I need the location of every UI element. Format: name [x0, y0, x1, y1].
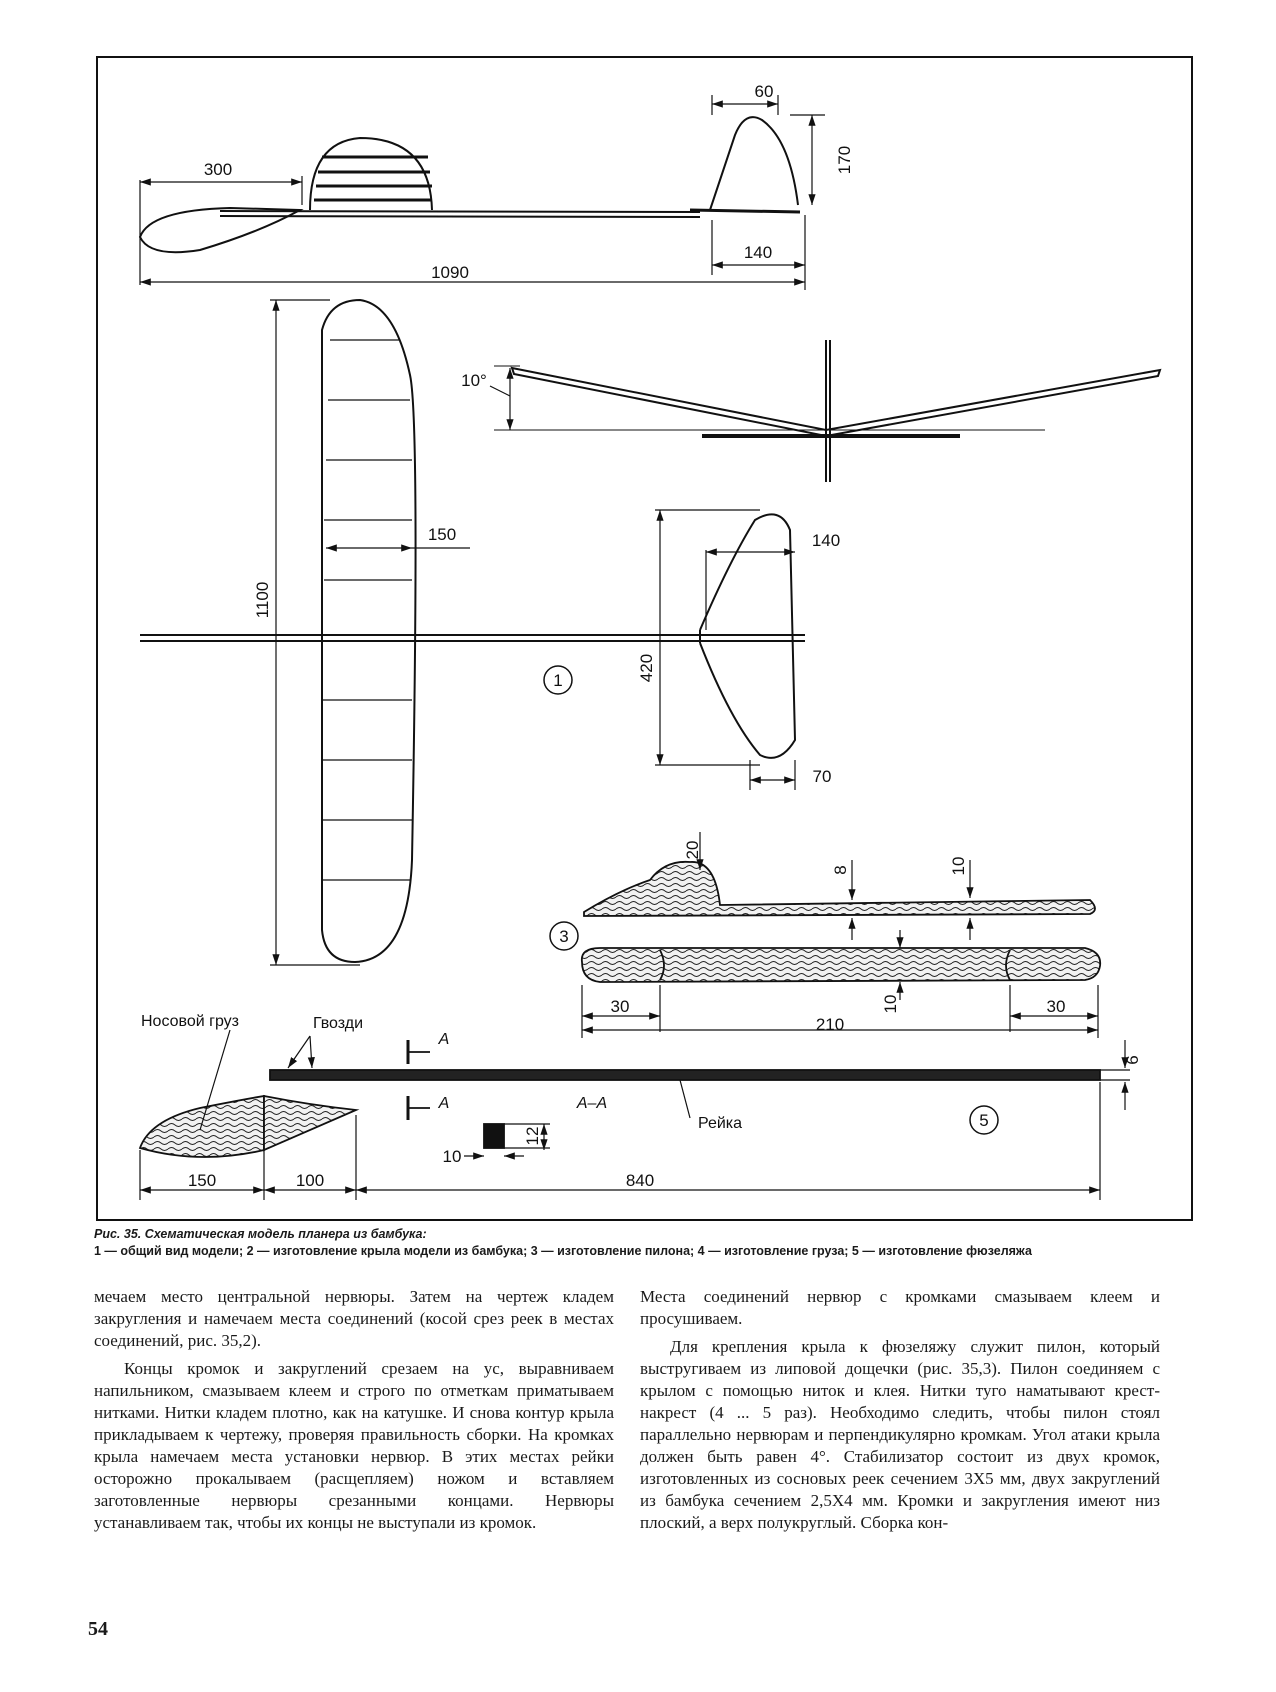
- dim-10deg: 10°: [461, 371, 487, 390]
- page-number: 54: [88, 1618, 108, 1640]
- fuselage-drawing: [138, 1040, 1101, 1158]
- caption-title: Рис. 35. Схематическая модель планера из…: [94, 1227, 427, 1241]
- side-view-dims: [139, 95, 825, 290]
- dim-420: 420: [637, 654, 656, 682]
- dim-170: 170: [835, 146, 854, 174]
- dim-140-stab: 140: [812, 531, 840, 550]
- dim-30-right: 30: [1047, 997, 1066, 1016]
- dim-140-top: 140: [744, 243, 772, 262]
- label-nails: Гвозди: [313, 1015, 363, 1032]
- dim-60: 60: [755, 82, 774, 101]
- marker-3: 3: [559, 927, 568, 946]
- dim-6: 6: [1123, 1055, 1142, 1064]
- dim-20: 20: [683, 841, 702, 860]
- dim-150-weight: 150: [188, 1171, 216, 1190]
- marker-circle-5: [969, 1105, 999, 1135]
- technical-drawing: 300 60 170 140 1090 10°: [96, 56, 1193, 1221]
- dim-300: 300: [204, 160, 232, 179]
- marker-circle-3: [549, 921, 579, 951]
- text-column-right: Места соединений нервюр с кромками смазы…: [640, 1286, 1160, 1534]
- figure-caption: Рис. 35. Схематическая модель планера из…: [94, 1226, 1194, 1260]
- figure-frame: [96, 56, 1193, 1221]
- paragraph: Места соединений нервюр с кромками смазы…: [640, 1287, 1160, 1328]
- dim-10-pylon: 10: [949, 857, 968, 876]
- caption-body: 1 — общий вид модели; 2 — изготовление к…: [94, 1244, 1032, 1258]
- dim-12: 12: [523, 1127, 542, 1146]
- marker-circle-1: [543, 665, 573, 695]
- dim-100: 100: [296, 1171, 324, 1190]
- dim-8: 8: [831, 865, 850, 874]
- dim-1100: 1100: [253, 582, 272, 619]
- label-rail: Рейка: [698, 1115, 742, 1132]
- paragraph: мечаем место центральной нервюры. Затем …: [94, 1287, 614, 1350]
- label-nose-weight: Носовой груз: [141, 1013, 239, 1030]
- paragraph: Концы кромок и закруглений срезаем на ус…: [94, 1359, 614, 1532]
- label-section-a-bottom: А: [438, 1095, 450, 1112]
- paragraph: Для крепления крыла к фюзеляжу служит пи…: [640, 1337, 1160, 1532]
- marker-1: 1: [553, 671, 562, 690]
- side-view: [138, 116, 801, 254]
- dim-10-base: 10: [881, 995, 900, 1014]
- dim-70: 70: [813, 767, 832, 786]
- label-section-aa: А–А: [576, 1095, 607, 1112]
- dim-10-section: 10: [443, 1147, 462, 1166]
- plan-view-dims: [270, 299, 796, 966]
- dim-840: 840: [626, 1171, 654, 1190]
- plan-view: [140, 298, 805, 964]
- pylon-dims: [581, 832, 1099, 1038]
- fuselage-dims: [139, 1029, 1130, 1200]
- front-view: [494, 340, 1162, 482]
- marker-5: 5: [979, 1111, 988, 1130]
- dim-150-wing: 150: [428, 525, 456, 544]
- dim-30-left: 30: [611, 997, 630, 1016]
- text-column-left: мечаем место центральной нервюры. Затем …: [94, 1286, 614, 1534]
- label-section-a-top: А: [438, 1031, 450, 1048]
- dim-210: 210: [816, 1015, 844, 1034]
- pylon-drawing: [580, 860, 1102, 983]
- front-view-dims: [489, 368, 514, 430]
- dim-1090: 1090: [431, 263, 469, 282]
